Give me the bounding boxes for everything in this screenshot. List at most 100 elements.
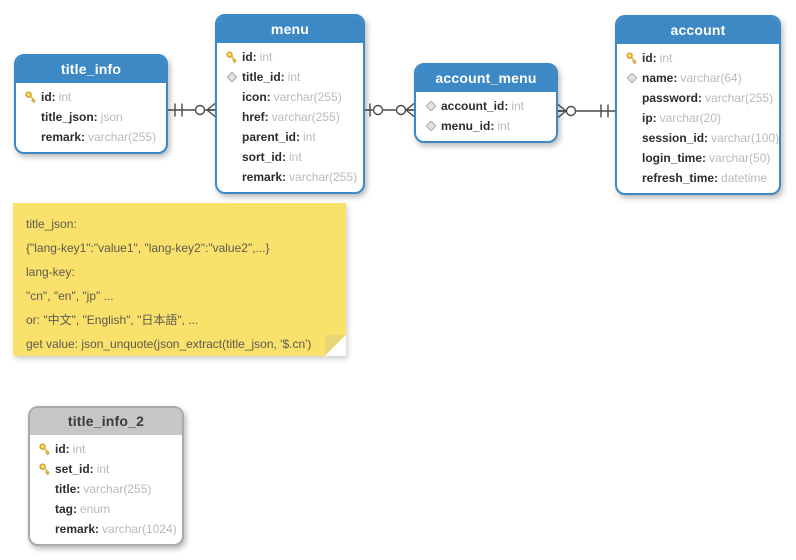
field-name: title: <box>55 482 81 496</box>
table-account_menu[interactable]: account_menu account_id:int menu_id:int <box>414 63 558 143</box>
table-fields: account_id:int menu_id:int <box>416 92 556 141</box>
field-type: int <box>96 462 110 476</box>
field-row[interactable]: menu_id:int <box>421 116 548 136</box>
field-name: id: <box>55 442 70 456</box>
field-name: ip: <box>642 111 657 125</box>
field-type: int <box>259 50 273 64</box>
field-type: varchar(255) <box>289 170 358 184</box>
sticky-note[interactable]: title_json: {"lang-key1":"value1", "lang… <box>13 203 346 356</box>
field-name: id: <box>41 90 56 104</box>
primary-key-icon <box>35 462 55 476</box>
relationship-menu-account_menu[interactable] <box>365 102 415 118</box>
field-type: json <box>100 110 123 124</box>
field-row[interactable]: parent_id:int <box>222 127 355 147</box>
field-name: title_id: <box>242 70 285 84</box>
field-type: varchar(20) <box>659 111 722 125</box>
field-row[interactable]: id:int <box>622 48 771 68</box>
field-row[interactable]: id:int <box>21 87 158 107</box>
field-type: varchar(255) <box>273 90 342 104</box>
field-row[interactable]: remark:varchar(255) <box>222 167 358 187</box>
foreign-key-icon <box>622 72 642 84</box>
note-line: get value: json_unquote(json_extract(tit… <box>26 337 312 351</box>
note-line: "cn", "en", "jp" ... <box>26 289 114 303</box>
table-title[interactable]: menu <box>217 16 363 43</box>
field-row[interactable]: title:varchar(255) <box>35 479 174 499</box>
field-type: varchar(255) <box>88 130 157 144</box>
note-line: {"lang-key1":"value1", "lang-key2":"valu… <box>26 241 270 255</box>
field-name: refresh_time: <box>642 171 719 185</box>
field-name: sort_id: <box>242 150 287 164</box>
field-type: int <box>287 70 301 84</box>
note-line: lang-key: <box>26 265 75 279</box>
primary-key-icon <box>35 442 55 456</box>
field-row[interactable]: remark:varchar(255) <box>21 127 158 147</box>
field-name: menu_id: <box>441 119 495 133</box>
field-type: varchar(1024) <box>102 522 177 536</box>
primary-key-icon <box>21 90 41 104</box>
field-type: int <box>72 442 86 456</box>
field-row[interactable]: set_id:int <box>35 459 174 479</box>
field-row[interactable]: href:varchar(255) <box>222 107 355 127</box>
table-title[interactable]: title_info_2 <box>30 408 182 435</box>
foreign-key-icon <box>222 71 242 83</box>
field-row[interactable]: remark:varchar(1024) <box>35 519 177 539</box>
field-type: int <box>303 130 316 144</box>
field-type: enum <box>80 502 111 516</box>
field-name: remark: <box>41 130 86 144</box>
field-type: int <box>289 150 302 164</box>
field-row[interactable]: title_json:json <box>21 107 158 127</box>
table-account[interactable]: account id:int name:varchar(64)password:… <box>615 15 781 195</box>
field-row[interactable]: id:int <box>35 439 174 459</box>
field-row[interactable]: session_id:varchar(100) <box>622 128 779 148</box>
field-type: int <box>659 51 673 65</box>
field-type: varchar(50) <box>709 151 771 165</box>
field-row[interactable]: password:varchar(255) <box>622 88 774 108</box>
field-row[interactable]: account_id:int <box>421 96 548 116</box>
field-type: int <box>511 99 525 113</box>
field-row[interactable]: name:varchar(64) <box>622 68 771 88</box>
field-row[interactable]: id:int <box>222 47 355 67</box>
field-name: remark: <box>242 170 287 184</box>
field-name: title_json: <box>41 110 98 124</box>
field-name: login_time: <box>642 151 707 165</box>
relationship-account_menu-account[interactable] <box>557 103 615 119</box>
field-name: set_id: <box>55 462 94 476</box>
field-name: id: <box>642 51 657 65</box>
table-title[interactable]: title_info <box>16 56 166 83</box>
field-type: varchar(255) <box>83 482 152 496</box>
table-title[interactable]: account <box>617 17 779 44</box>
field-name: remark: <box>55 522 100 536</box>
field-row[interactable]: icon:varchar(255) <box>222 87 355 107</box>
primary-key-icon <box>222 50 242 64</box>
note-line: title_json: <box>26 217 77 231</box>
field-type: int <box>497 119 511 133</box>
field-type: datetime <box>721 171 768 185</box>
foreign-key-icon <box>421 120 441 132</box>
field-row[interactable]: refresh_time:datetime <box>622 168 771 188</box>
field-row[interactable]: sort_id:int <box>222 147 355 167</box>
field-row[interactable]: ip:varchar(20) <box>622 108 771 128</box>
relationship-title_info-menu[interactable] <box>168 102 216 118</box>
field-name: tag: <box>55 502 77 516</box>
field-name: parent_id: <box>242 130 301 144</box>
table-title[interactable]: account_menu <box>416 65 556 92</box>
field-type: varchar(255) <box>705 91 774 105</box>
field-name: session_id: <box>642 131 709 145</box>
table-fields: id:int name:varchar(64)password:varchar(… <box>617 44 779 193</box>
note-fold-corner <box>325 335 346 356</box>
primary-key-icon <box>622 51 642 65</box>
field-type: varchar(255) <box>271 110 340 124</box>
field-name: name: <box>642 71 678 85</box>
field-name: account_id: <box>441 99 509 113</box>
field-row[interactable]: title_id:int <box>222 67 355 87</box>
field-row[interactable]: tag:enum <box>35 499 174 519</box>
field-name: href: <box>242 110 269 124</box>
note-line: or: "中文", "English", "日本語", ... <box>26 313 199 327</box>
field-row[interactable]: login_time:varchar(50) <box>622 148 771 168</box>
